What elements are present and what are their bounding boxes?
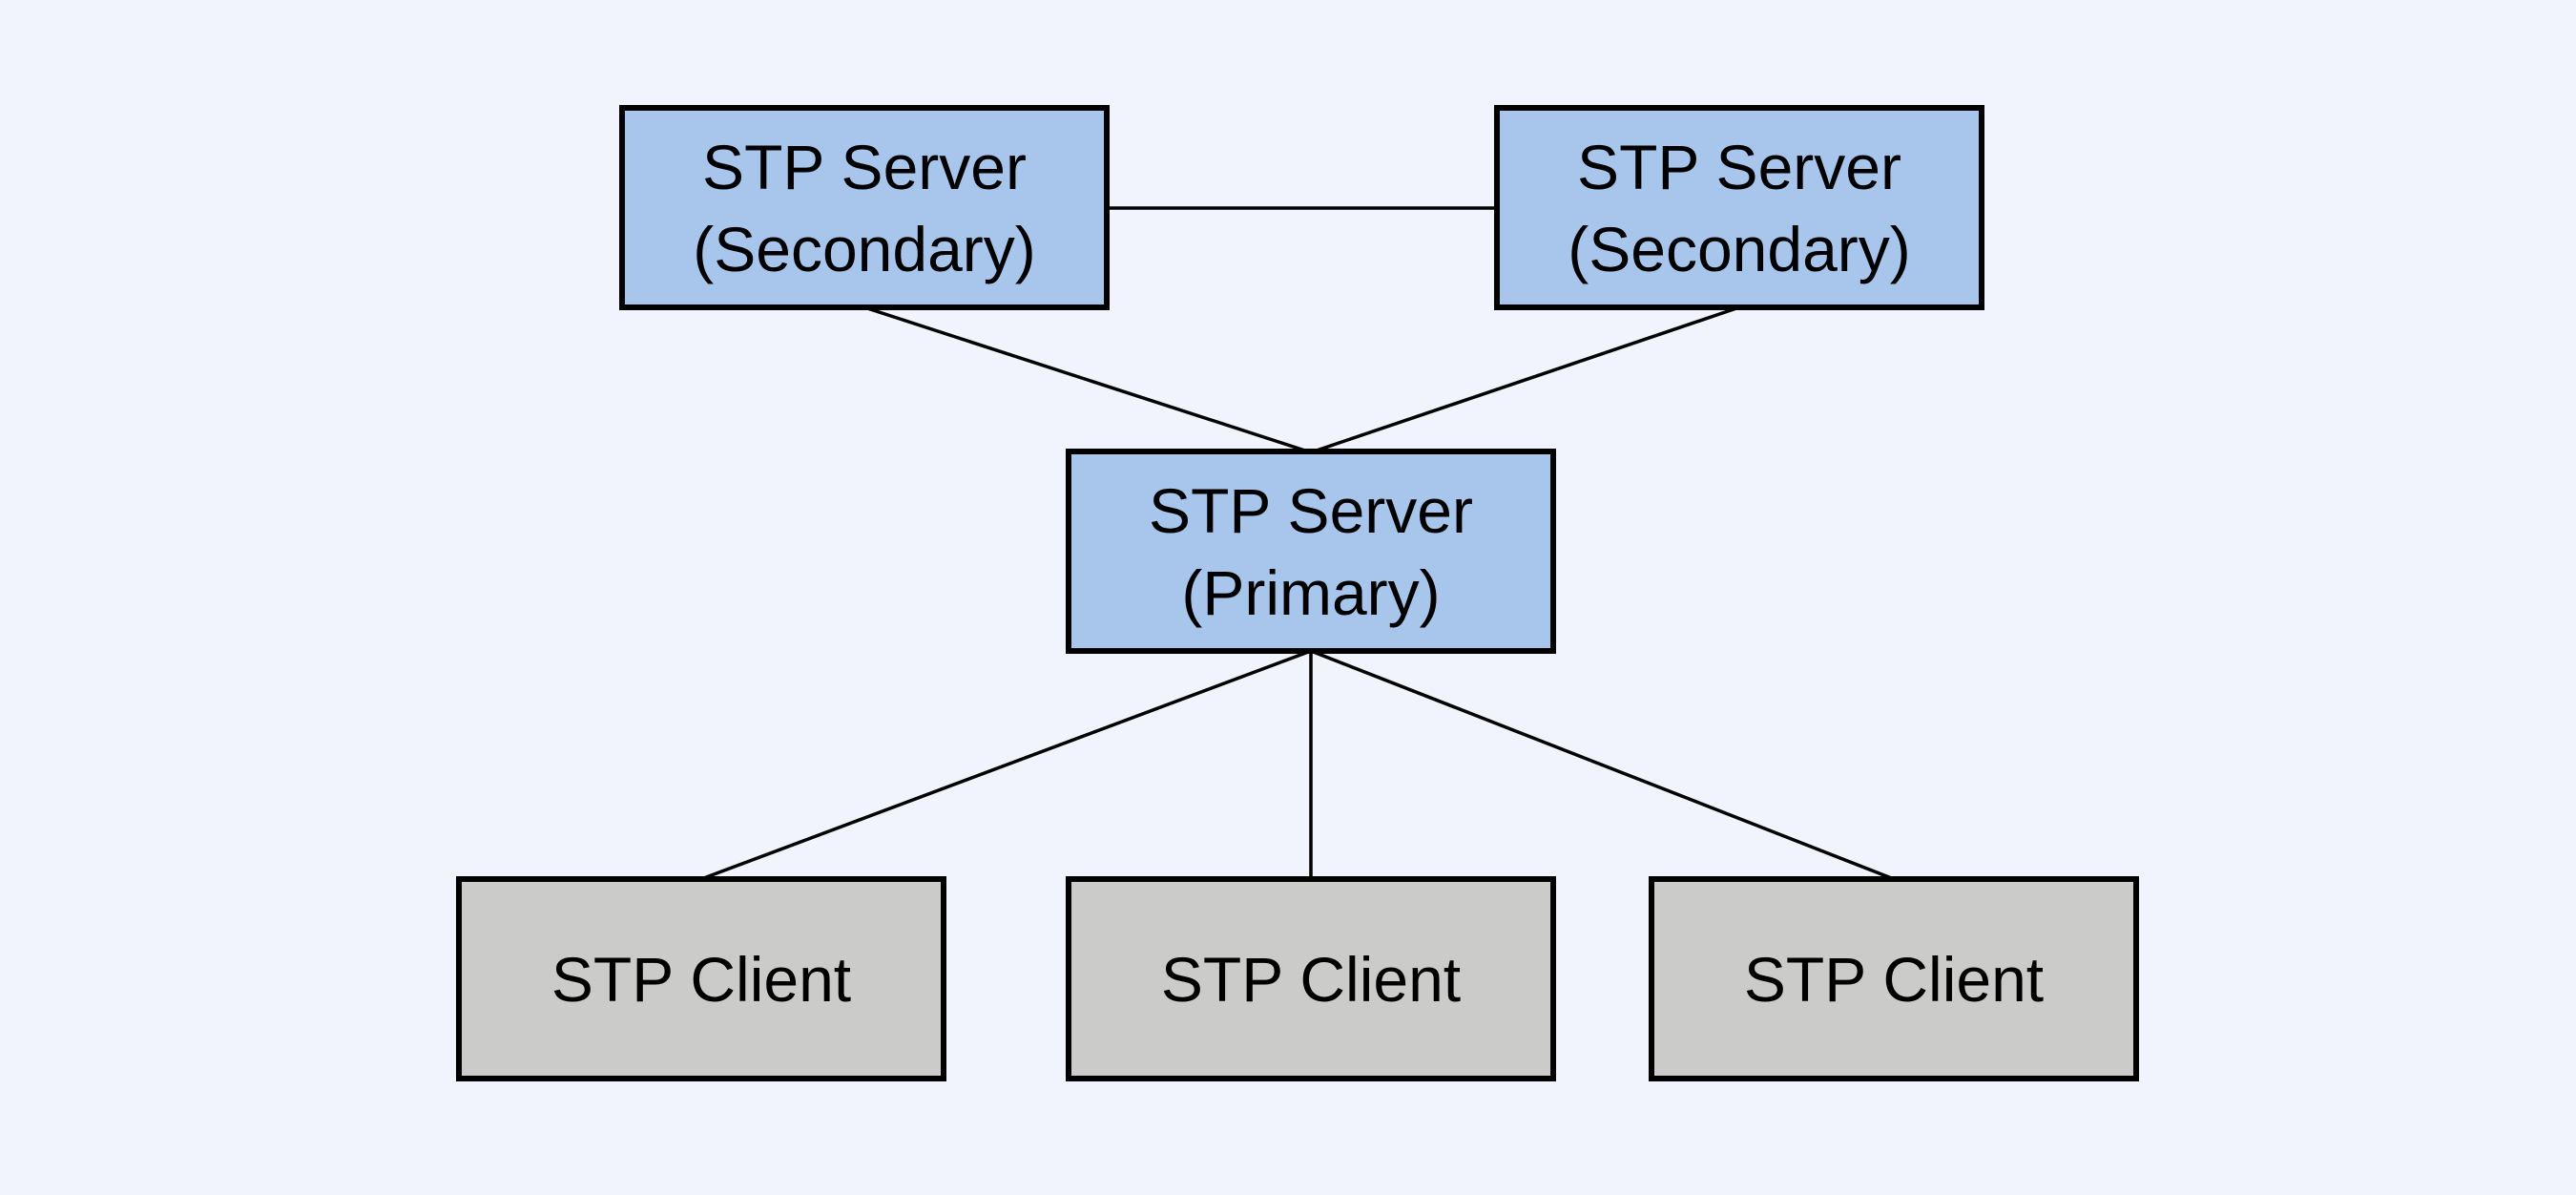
edge-secondary-left-to-primary: [863, 305, 1312, 454]
node-label-line1: STP Client: [551, 943, 852, 1015]
node-label-line2: (Secondary): [1568, 213, 1911, 284]
node-label-line1: STP Client: [1743, 943, 2045, 1015]
node-stp-client-center: STP Client: [1066, 876, 1556, 1081]
edge-secondary-right-to-primary: [1310, 305, 1740, 454]
node-label-line1: STP Server: [1149, 474, 1473, 546]
edge-primary-to-client-left: [700, 649, 1312, 881]
node-stp-server-secondary-left: STP Server (Secondary): [619, 105, 1110, 310]
node-stp-client-right: STP Client: [1649, 876, 2139, 1081]
node-label-line2: (Secondary): [693, 213, 1036, 284]
node-stp-server-secondary-right: STP Server (Secondary): [1494, 105, 1984, 310]
node-label-line1: STP Client: [1160, 943, 1462, 1015]
node-stp-server-primary: STP Server (Primary): [1066, 449, 1556, 654]
edge-primary-to-client-right: [1310, 649, 1895, 881]
node-label-line1: STP Server: [702, 131, 1027, 202]
node-label-line1: STP Server: [1577, 131, 1901, 202]
node-label-line2: (Primary): [1181, 556, 1441, 628]
node-stp-client-left: STP Client: [456, 876, 946, 1081]
